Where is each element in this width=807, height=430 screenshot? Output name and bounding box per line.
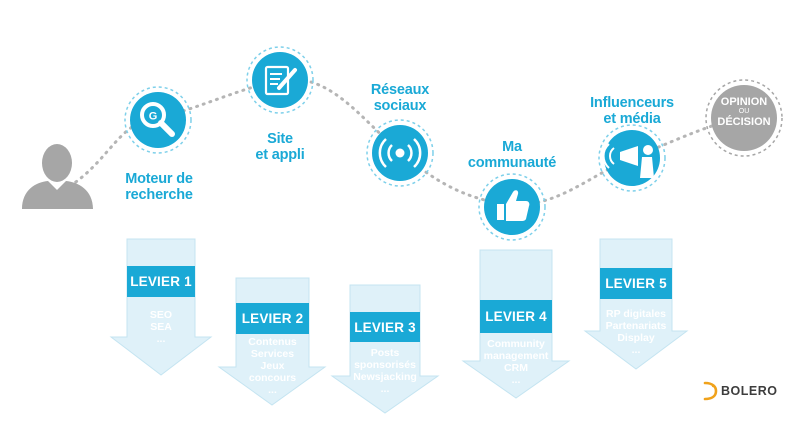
lever-item: SEO [149,309,173,321]
lever-arrow-1 [109,238,213,376]
decision-node [705,79,783,157]
lever-arrow-2 [217,277,327,406]
lever-arrow-3 [330,284,440,414]
brand-name: BOLERO [721,384,778,398]
lever-item: ... [631,344,641,356]
user-avatar-icon [22,144,93,209]
lever-title: LEVIER 4 [485,309,547,324]
thumbs-up-icon [478,173,546,241]
lever-item: Posts [370,347,400,359]
lever-item: ... [156,333,166,345]
step-label-social: Réseaux sociaux [370,82,430,114]
step-label-site: Site et appli [255,131,305,163]
lever-item: Community [487,338,545,350]
lever-items: Community management CRM ... [480,338,552,386]
decision-label: OPINION OU DÉCISION [712,96,776,128]
step-label-influencers: Influenceurs et média [590,95,674,127]
lever-item: management [483,350,549,362]
step-label-search: Moteur de recherche [125,171,193,203]
lever-arrow-4 [461,249,571,399]
lever-title: LEVIER 2 [241,311,304,326]
bolero-logo-icon [703,381,718,401]
broadcast-signal-icon [366,119,434,187]
decision-line-or: OU [738,108,750,115]
lever-item: RP digitales [606,308,666,320]
lever-item: Partenariats [605,320,667,332]
lever-item: SEA [150,321,172,333]
lever-item: Display [617,332,655,344]
step-label-community: Ma communauté [467,139,557,171]
lever-item: CRM [504,362,528,374]
lever-item: ... [511,374,521,386]
brand-logo: BOLERO [718,382,777,400]
lever-items: Contenus Services Jeux concours ... [236,336,309,396]
lever-item: Newsjacking [353,371,417,383]
lever-title: LEVIER 5 [605,276,667,291]
lever-item: Jeux [260,360,285,372]
lever-items: SEO SEA ... [127,309,195,345]
lever-item: ... [268,384,277,396]
edit-document-icon [246,46,314,114]
search-engine-icon: G [124,86,192,154]
lever-item: Contenus [248,336,297,348]
lever-arrow-5 [583,238,689,370]
lever-title: LEVIER 1 [130,274,192,289]
svg-text:G: G [149,111,158,123]
lever-title: LEVIER 3 [354,320,416,335]
megaphone-icon [598,124,666,192]
lever-items: RP digitales Partenariats Display ... [600,308,672,356]
lever-item: sponsorisés [354,359,416,371]
decision-line-opinion: OPINION [720,96,768,108]
lever-item: Services [250,348,295,360]
lever-items: Posts sponsorisés Newsjacking ... [350,347,420,395]
lever-item: ... [380,383,390,395]
lever-item: concours [248,372,297,384]
decision-line-decision: DÉCISION [717,116,771,128]
